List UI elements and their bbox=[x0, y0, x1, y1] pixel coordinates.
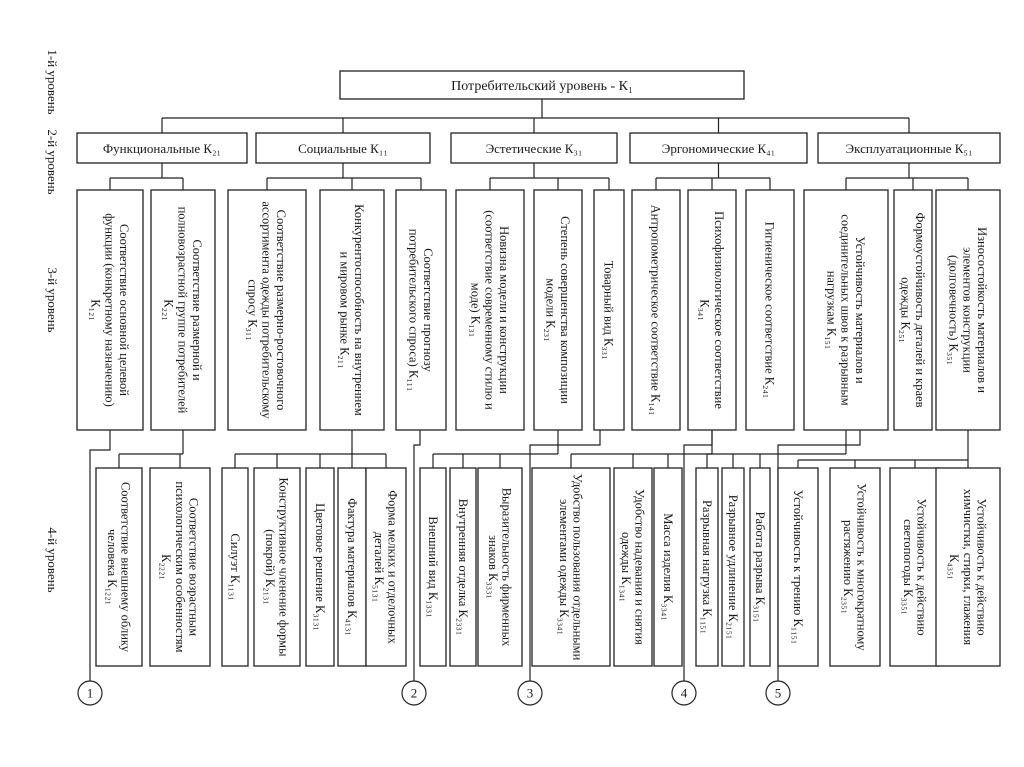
level4-item-14: Разрывная нагрузка К₁₁₅₁ bbox=[700, 500, 714, 634]
marker-label-2: 2 bbox=[411, 686, 418, 701]
level4-item-8-box bbox=[419, 467, 447, 667]
level4-item-13-box bbox=[653, 467, 683, 667]
level3-item-13-box bbox=[893, 189, 933, 431]
level4-item-3-box bbox=[221, 467, 249, 667]
level4-item-15-box bbox=[721, 467, 745, 667]
level4-item-15: Разрывное удлинение К₂₁₅₁ bbox=[726, 495, 740, 640]
level-label-1: 1-й уровень bbox=[45, 49, 60, 114]
category-box-2 bbox=[255, 132, 431, 164]
level4-item-6-box bbox=[337, 467, 367, 667]
level3-item-2-box bbox=[150, 189, 216, 431]
level3-item-6-box bbox=[455, 189, 525, 431]
level4-item-3: Силуэт К₁₁₃₁ bbox=[228, 533, 242, 600]
marker-circle-3 bbox=[517, 680, 543, 706]
level3-item-4-box bbox=[319, 189, 385, 431]
level3-item-1: Соответствие основной целевойфункции (ко… bbox=[88, 213, 131, 406]
level3-item-5: Соответствие прогнозупотребительского сп… bbox=[406, 229, 434, 392]
category-label-1: Функциональные К₂₁ bbox=[103, 141, 221, 156]
level4-item-16: Работа разрыва К₃₁₅₁ bbox=[753, 512, 767, 623]
level3-item-3-box bbox=[227, 189, 307, 431]
level4-item-7-box bbox=[365, 467, 407, 667]
level-label-3: 3-й уровень bbox=[45, 267, 60, 332]
level4-item-5-box bbox=[305, 467, 335, 667]
level4-item-2-box bbox=[149, 467, 211, 667]
category-box-1 bbox=[76, 132, 248, 164]
markers: 1 2 3 4 5 bbox=[77, 680, 791, 706]
level-label-4: 4-й уровень bbox=[45, 527, 60, 592]
level3-item-12-box bbox=[803, 189, 889, 431]
level4-item-7: Форма мелких и отделочныхдеталей К₅₁₃₁ bbox=[372, 490, 400, 644]
level3-item-11-box bbox=[745, 189, 795, 431]
level4-item-17-box bbox=[777, 467, 819, 667]
level4-item-19: Устойчивость к действиюсветопогоды К₃₃₅₁ bbox=[901, 498, 929, 635]
level4-item-1: Соответствие внешнему обликучеловека К₁₂… bbox=[105, 482, 133, 653]
level3-item-7-box bbox=[533, 189, 583, 431]
level4-item-6: Фактура материалов К₄₁₃₁ bbox=[345, 498, 359, 636]
category-label-5: Эксплуатационные К₅₁ bbox=[846, 141, 973, 156]
level3-item-12: Устойчивость материалов исоединительных … bbox=[824, 214, 867, 405]
level3-item-14: Износостойкость материалов иэлементов ко… bbox=[946, 227, 989, 393]
level4-item-9: Внутренняя отделка К₂₃₃₁ bbox=[456, 499, 470, 636]
level3-item-9: Антропометрическое соответствие К₁₄₁ bbox=[649, 205, 663, 416]
level3-item-10: Психофизиологическое соответствиеК₃₄₁ bbox=[697, 211, 725, 409]
category-box-3 bbox=[450, 132, 618, 164]
level4-item-1-box bbox=[95, 467, 143, 667]
level4-item-12: Удобство надевания и снятияодежды К₁₃₄₁ bbox=[619, 489, 647, 645]
level3-item-3: Соответствие размерно-ростовочногоассорт… bbox=[245, 201, 288, 419]
category-label-4: Эргономические К₄₁ bbox=[662, 141, 775, 156]
level4-item-4-box bbox=[253, 467, 301, 667]
level4-item-4: Конструктивное членение формы(покрой) К₂… bbox=[263, 478, 291, 658]
level4-item-2: Соответствие возрастнымпсихологическим о… bbox=[159, 481, 201, 652]
marker-circle-2 bbox=[401, 680, 427, 706]
level4-item-11: Удобство пользования отдельнымиэлементам… bbox=[557, 474, 585, 661]
level-label-2: 2-й уровень bbox=[45, 129, 60, 194]
level4-item-10-box bbox=[477, 467, 523, 667]
level3-item-4: Конкурентоспособность на внутреннеми мир… bbox=[337, 204, 365, 416]
level3-item-7: Степень совершенства композициимодели К₂… bbox=[543, 216, 571, 404]
level4-item-18: Устойчивость к многократномурастяжению К… bbox=[841, 483, 869, 651]
level3-item-1-box bbox=[76, 189, 144, 431]
level3-item-10-box bbox=[687, 189, 737, 431]
marker-label-1: 1 bbox=[87, 686, 94, 701]
level4-item-17: Устойчивость к трению К₁₁₅₁ bbox=[791, 490, 805, 645]
category-label-3: Эстетические К₃₁ bbox=[486, 141, 583, 156]
level4-item-19-box bbox=[889, 467, 941, 667]
marker-circle-4 bbox=[671, 680, 697, 706]
boxes: Потребительский уровень - К₁ Функциональн… bbox=[76, 70, 1001, 667]
level4-item-10: Выразительность фирменныхзнаков К₃₃₃₁ bbox=[486, 488, 514, 647]
level4-item-5: Цветовое решение К₃₁₃₁ bbox=[313, 503, 327, 631]
level3-item-8-box bbox=[593, 189, 625, 431]
marker-label-3: 3 bbox=[527, 686, 534, 701]
marker-label-5: 5 bbox=[775, 686, 782, 701]
marker-circle-1 bbox=[77, 680, 103, 706]
level4-item-20: Устойчивость к действиюхимчистки, стирки… bbox=[947, 489, 989, 645]
marker-circle-5 bbox=[765, 680, 791, 706]
root-label: Потребительский уровень - К₁ bbox=[451, 79, 633, 94]
level-labels: 1-й уровень 2-й уровень 3-й уровень 4-й уро… bbox=[45, 49, 60, 592]
level4-item-16-box bbox=[749, 467, 771, 667]
level4-item-14-box bbox=[695, 467, 719, 667]
level3-item-2: Соответствие размерной иполновозрастной … bbox=[161, 207, 204, 414]
level3-item-14-box bbox=[935, 189, 1001, 431]
category-label-2: Социальные К₁₁ bbox=[298, 141, 388, 156]
root-box bbox=[339, 70, 745, 100]
level3-item-13: Формоустойчивость деталей и краеводежды … bbox=[898, 212, 926, 407]
level3-item-8: Товарный вид К₃₃₁ bbox=[602, 261, 616, 360]
level4-item-18-box bbox=[829, 467, 881, 667]
level3-item-6: Новизна модели и конструкции(соответстви… bbox=[468, 210, 511, 410]
category-box-4 bbox=[629, 132, 808, 164]
level4-item-9-box bbox=[449, 467, 477, 667]
level4-item-11-box bbox=[531, 467, 611, 667]
level4-item-20-box bbox=[935, 467, 1001, 667]
level3-item-5-box bbox=[395, 189, 447, 431]
level4-item-12-box bbox=[613, 467, 653, 667]
marker-label-4: 4 bbox=[681, 686, 688, 701]
level3-item-9-box bbox=[631, 189, 681, 431]
connector-lines bbox=[89, 99, 969, 681]
category-box-5 bbox=[817, 132, 1001, 164]
level3-item-11: Гигиеническое соответствие К₂₄₁ bbox=[763, 222, 777, 398]
level4-item-13: Масса изделия К₃₃₄₁ bbox=[661, 513, 675, 620]
level4-item-8: Внешний вид К₁₃₃₁ bbox=[426, 516, 440, 617]
